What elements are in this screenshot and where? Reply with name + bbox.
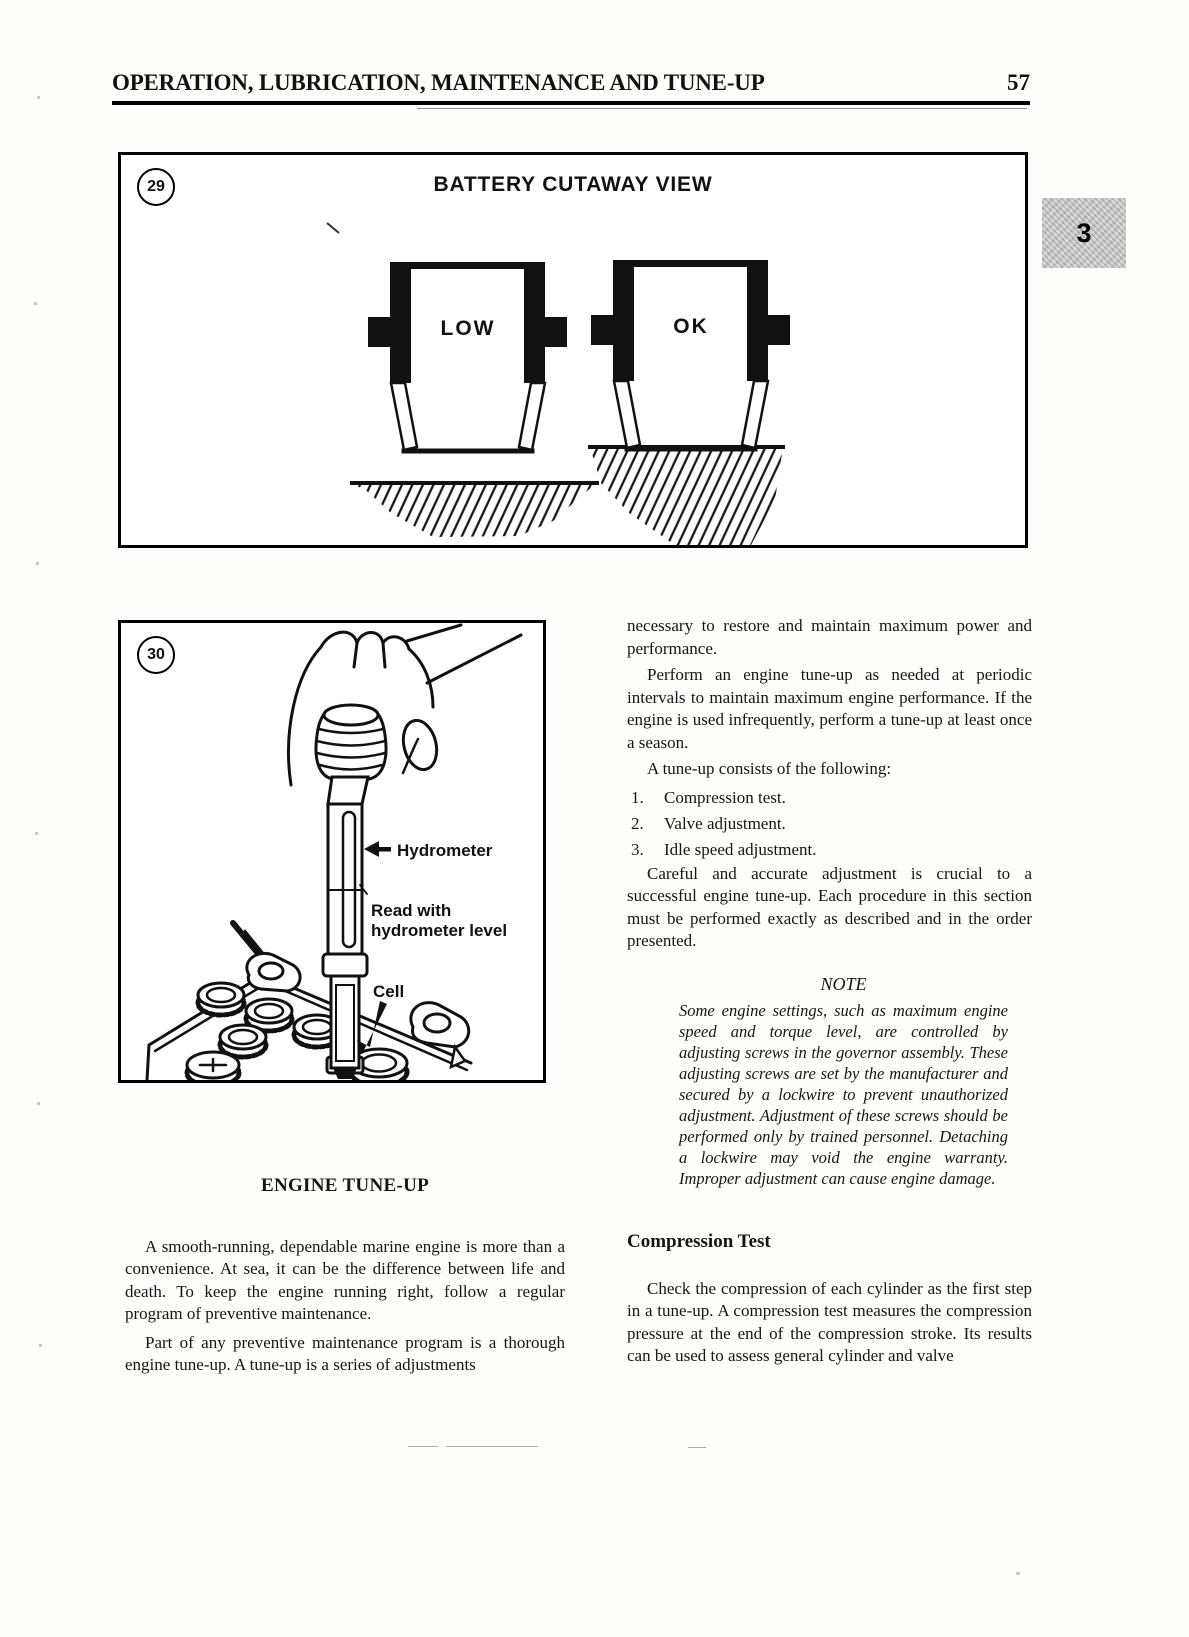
battery-terminal-left (230, 920, 302, 993)
battery-top-drawing (145, 920, 473, 1080)
tube-wall-right-ok (747, 260, 768, 381)
chapter-tab: 3 (1042, 198, 1126, 268)
subheading-compression-test: Compression Test (627, 1231, 771, 1252)
figure-30-number-badge: 30 (137, 636, 175, 674)
scan-speck (37, 96, 40, 99)
scan-speck (1016, 1572, 1020, 1575)
hydrometer-label: Hydrometer (397, 841, 493, 860)
tube-leg-right-ok (740, 379, 770, 450)
paragraph: Check the compression of each cylinder a… (627, 1278, 1032, 1366)
left-text-column: ENGINE TUNE-UP A smooth-running, dependa… (125, 1175, 565, 1381)
tube-tab-left-low (368, 317, 392, 347)
scan-dash (408, 1446, 438, 1447)
scan-speck (34, 302, 37, 305)
tube-tip (333, 1068, 357, 1079)
scan-speck (35, 832, 38, 835)
list-item: 3. Idle speed adjustment. (627, 837, 1032, 863)
figure-29-number-badge: 29 (137, 168, 175, 206)
paragraph: A smooth-running, dependable marine engi… (125, 1236, 565, 1324)
header-rule (112, 101, 1030, 109)
list-item-text: Idle speed adjustment. (664, 839, 817, 859)
page-number: 57 (1007, 70, 1030, 95)
list-item-text: Compression test. (664, 787, 786, 807)
hydrometer-body-drawing (314, 703, 439, 1079)
ok-level-label: OK (673, 315, 709, 338)
paragraph: Careful and accurate adjustment is cruci… (627, 863, 1032, 951)
scan-speck (37, 1102, 40, 1105)
tube-wall-left-ok (613, 260, 634, 381)
figure-29-battery-cutaway: 29 BATTERY CUTAWAY VIEW (118, 152, 1028, 548)
page-title: OPERATION, LUBRICATION, MAINTENANCE AND … (112, 70, 765, 95)
figure-30-hydrometer: 30 (118, 620, 546, 1083)
list-item-text: Valve adjustment. (664, 813, 786, 833)
float-tube (341, 810, 357, 949)
read-with-label-line2: hydrometer level (371, 921, 507, 940)
scan-tick (326, 222, 340, 234)
tube-tab-right-ok (766, 315, 790, 345)
note-body: Some engine settings, such as maximum en… (679, 1001, 1008, 1188)
list-number: 3. (631, 839, 644, 859)
scan-speck (39, 1344, 42, 1347)
callout-arrows (357, 841, 391, 1054)
hydrometer-drawing: Hydrometer Read with hydrometer level Ce… (145, 623, 523, 1080)
note-block: NOTE Some engine settings, such as maxim… (627, 973, 1032, 1190)
electrolyte-hatch-ok (590, 447, 783, 545)
tube-top-low (390, 262, 545, 269)
list-number: 1. (631, 787, 644, 807)
paragraph: Part of any preventive maintenance progr… (125, 1332, 565, 1375)
paragraph: necessary to restore and maintain maximu… (627, 616, 1032, 658)
list-item: 2. Valve adjustment. (627, 811, 1032, 837)
pickup-window (335, 984, 355, 1062)
read-with-label-line1: Read with (371, 901, 451, 920)
battery-cell-low-drawing: LOW (350, 262, 599, 537)
thumb (401, 718, 439, 772)
scan-dash (688, 1447, 706, 1448)
low-level-label: LOW (441, 317, 496, 340)
hand-drawing (287, 623, 523, 787)
tube-top-ok (613, 260, 768, 267)
page-header: OPERATION, LUBRICATION, MAINTENANCE AND … (112, 70, 1030, 96)
tube-leg-left-low (389, 381, 419, 452)
tube-leg-left-ok (612, 379, 642, 450)
battery-terminal-right (409, 1001, 471, 1070)
list-item: 1. Compression test. (627, 785, 1032, 811)
figure-29-title: BATTERY CUTAWAY VIEW (433, 173, 713, 196)
note-title: NOTE (820, 973, 867, 994)
tube-wall-right-low (524, 262, 545, 383)
cell-caps (184, 981, 410, 1080)
right-text-column: necessary to restore and maintain maximu… (627, 615, 1032, 1372)
list-number: 2. (631, 813, 644, 833)
cell-label: Cell (373, 982, 404, 1001)
cap-with-cross (184, 1050, 242, 1080)
scan-dash (446, 1446, 538, 1447)
tube-leg-right-low (517, 381, 547, 452)
tube-tab-left-ok (591, 315, 615, 345)
electrolyte-hatch-low (352, 483, 597, 537)
battery-cutaway-drawing: LOW OK (326, 222, 790, 545)
tube-wall-left-low (390, 262, 411, 383)
tube-tab-right-low (543, 317, 567, 347)
section-heading-engine-tune-up: ENGINE TUNE-UP (260, 1175, 429, 1196)
paragraph: A tune-up consists of the following: (647, 759, 892, 778)
battery-cell-ok-drawing: OK (588, 260, 790, 545)
paragraph: Perform an engine tune-up as needed at p… (627, 665, 1032, 752)
scan-speck (36, 562, 39, 565)
cell-arrow (357, 1001, 387, 1054)
